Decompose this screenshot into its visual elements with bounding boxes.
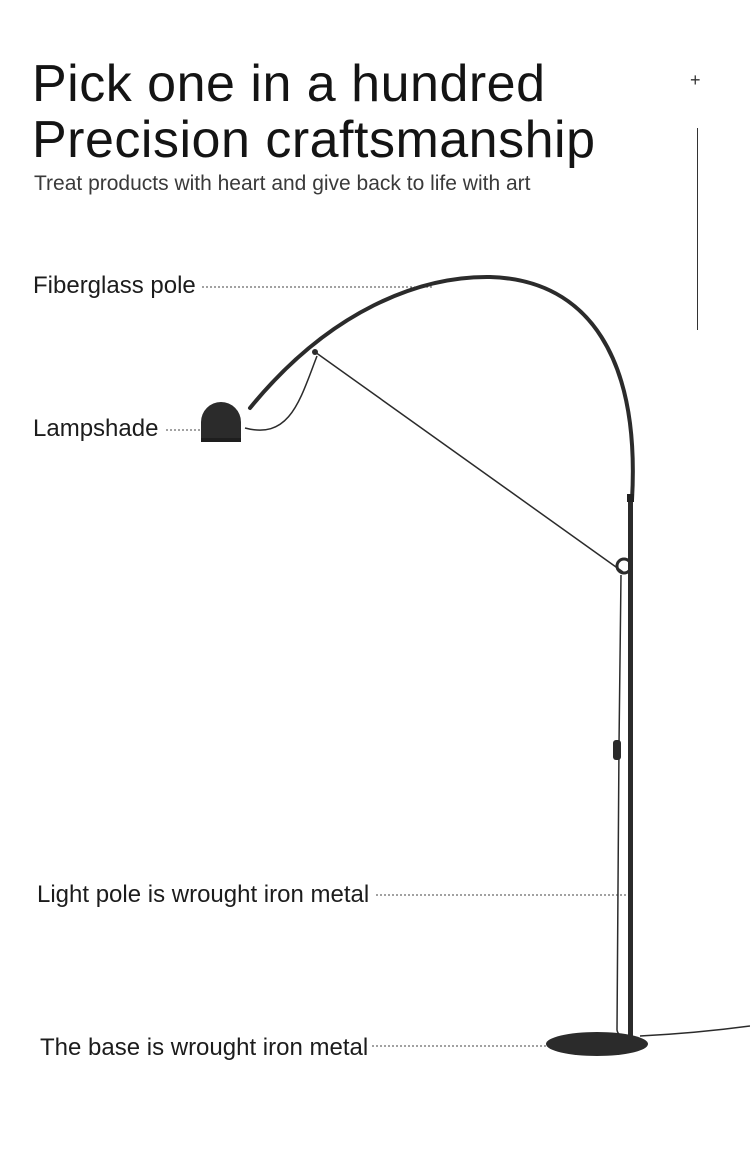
lampshade — [201, 402, 241, 441]
arc-joint — [312, 349, 318, 355]
title-line-1: Pick one in a hundred — [32, 55, 546, 113]
floor-cord — [639, 1025, 750, 1037]
plus-icon: + — [690, 70, 701, 90]
shade-cord — [244, 355, 318, 431]
cord-switch-icon — [613, 740, 621, 760]
lamp-base — [546, 1032, 648, 1056]
metal-pole — [628, 498, 633, 1038]
lampshade-rim — [201, 438, 241, 442]
decorative-vertical-line — [697, 128, 698, 330]
page-title: Pick one in a hundred Precision craftsma… — [32, 56, 596, 168]
page-subtitle: Treat products with heart and give back … — [34, 172, 531, 195]
label-light-pole: Light pole is wrought iron metal — [37, 881, 370, 908]
pole-collar — [627, 494, 634, 502]
fiberglass-arc — [248, 274, 635, 502]
label-fiberglass-pole: Fiberglass pole — [33, 272, 196, 299]
title-line-2: Precision craftsmanship — [32, 111, 596, 169]
pole-knob — [615, 557, 633, 575]
label-base: The base is wrought iron metal — [40, 1034, 369, 1061]
tension-cable — [314, 351, 624, 573]
label-lampshade: Lampshade — [33, 415, 159, 442]
